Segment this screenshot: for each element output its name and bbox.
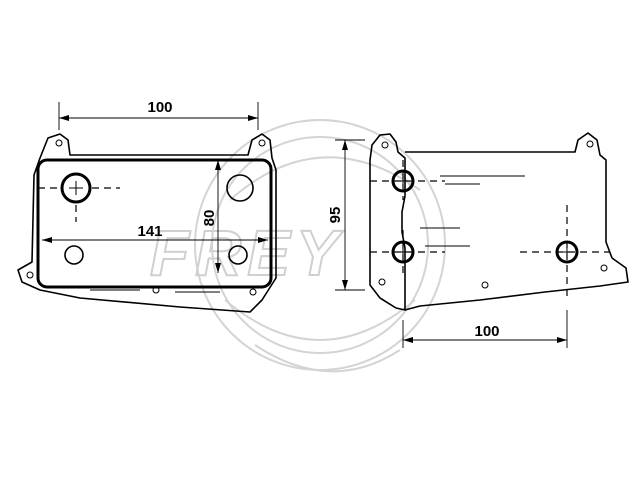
lug-hole-top-right bbox=[258, 139, 266, 147]
dimension-top-width: 100 bbox=[58, 99, 259, 130]
lug-hole-top-left bbox=[55, 139, 63, 147]
dimension-label-inner-width: 141 bbox=[137, 223, 162, 240]
side-body-outline bbox=[404, 132, 629, 311]
dimension-side-width: 100 bbox=[402, 310, 568, 348]
dimension-inner-height: 80 bbox=[201, 160, 221, 273]
side-lug-hole-left bbox=[381, 141, 389, 149]
side-view bbox=[369, 132, 629, 311]
side-hole-left bbox=[378, 278, 386, 286]
port-lower-right bbox=[228, 245, 248, 265]
port-lower-left bbox=[64, 245, 84, 265]
watermark-logo: FREY bbox=[149, 119, 446, 373]
port-outlet bbox=[226, 174, 254, 202]
dimension-side-height: 95 bbox=[327, 139, 365, 291]
dimension-label-side-width: 100 bbox=[474, 323, 499, 340]
dimension-label-top-width: 100 bbox=[147, 99, 172, 116]
lug-hole-bottom-left bbox=[26, 271, 34, 279]
lug-hole-bottom-mid bbox=[152, 286, 160, 294]
front-plate-outline bbox=[17, 133, 277, 313]
dimension-inner-width: 141 bbox=[42, 223, 268, 243]
dimension-label-inner-height: 80 bbox=[201, 210, 218, 227]
side-hole-bottom bbox=[481, 281, 489, 289]
side-plate-outline bbox=[369, 133, 406, 311]
dimension-label-side-height: 95 bbox=[327, 207, 344, 224]
watermark-text: FREY bbox=[150, 217, 345, 289]
front-view bbox=[17, 133, 277, 313]
side-hole-right bbox=[600, 264, 608, 272]
side-lug-hole-right bbox=[586, 140, 594, 148]
port-inlet bbox=[60, 172, 92, 204]
lug-hole-bottom-right bbox=[249, 288, 257, 296]
